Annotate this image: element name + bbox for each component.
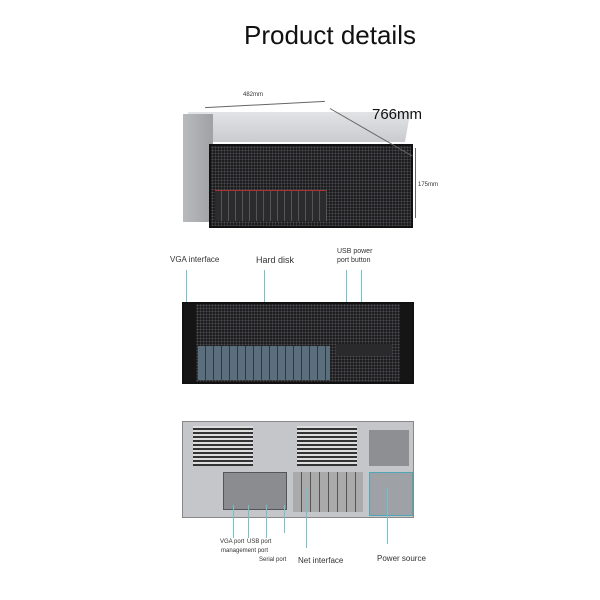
width-label: 482mm	[243, 92, 264, 98]
power-source-label: Power source	[377, 554, 426, 563]
net-line	[306, 488, 307, 548]
vga-port-line	[233, 505, 234, 538]
usb-port-label: USB port	[247, 539, 272, 545]
height-line	[415, 148, 416, 218]
height-label: 175mm	[418, 182, 439, 188]
serial-port-line	[284, 505, 285, 533]
mgmt-port-line	[266, 505, 267, 538]
page-title: Product details	[244, 20, 416, 50]
usb-port-line	[248, 505, 249, 538]
left-ear	[184, 304, 196, 382]
vga-callout-line	[186, 270, 187, 320]
net-interface-label: Net interface	[298, 556, 344, 565]
rear-fan-grille-right	[297, 426, 357, 466]
server-front-panel	[209, 144, 413, 228]
depth-label: 766mm	[372, 106, 423, 123]
width-line	[205, 100, 325, 109]
server-iso-view	[183, 112, 413, 228]
right-ear	[400, 304, 412, 382]
rear-fan-grille-left	[193, 426, 253, 466]
rear-vent	[369, 430, 409, 466]
hard-disk-label: Hard disk	[256, 255, 295, 265]
power-supplies	[369, 472, 413, 516]
io-module	[223, 472, 287, 510]
vga-interface-label: VGA interface	[170, 255, 220, 264]
vga-port-label: VGA port	[220, 539, 245, 545]
usb-label-2: port button	[337, 257, 371, 264]
power-line	[387, 488, 388, 544]
drive-bays	[215, 190, 327, 221]
serial-port-label: Serial port	[259, 557, 287, 563]
server-front-view	[182, 302, 414, 384]
server-side	[183, 114, 213, 222]
mgmt-port-label: management port	[221, 548, 269, 554]
control-panel	[336, 344, 392, 356]
usb-label-1: USB power	[337, 248, 373, 255]
server-rear-view	[182, 421, 414, 518]
pcie-slots	[293, 472, 363, 512]
drive-bay-area	[198, 346, 330, 380]
